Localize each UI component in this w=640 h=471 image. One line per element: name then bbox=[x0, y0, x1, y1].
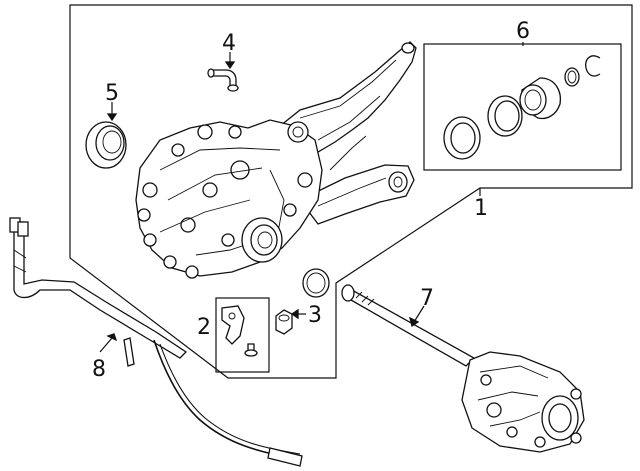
inset-box-2 bbox=[215, 297, 270, 373]
vent-tube bbox=[207, 68, 239, 92]
callout-2: 2 bbox=[197, 315, 211, 340]
callout-1: 1 bbox=[474, 196, 488, 221]
leader-8 bbox=[99, 337, 113, 353]
leader-7 bbox=[413, 305, 425, 323]
assembly-frame bbox=[69, 4, 633, 379]
harness-8 bbox=[9, 217, 303, 467]
callout-8: 8 bbox=[92, 357, 106, 382]
nut-3 bbox=[275, 309, 293, 335]
axle-shaft-7 bbox=[341, 284, 585, 453]
seal-kit-6 bbox=[443, 55, 601, 160]
callout-6: 6 bbox=[516, 19, 530, 44]
callout-7: 7 bbox=[420, 286, 434, 311]
differential-housing bbox=[135, 41, 417, 279]
callout-3: 3 bbox=[308, 303, 322, 328]
axle-seal bbox=[85, 121, 127, 169]
callout-5: 5 bbox=[105, 81, 119, 106]
callout-4: 4 bbox=[222, 31, 236, 56]
bracket-2 bbox=[221, 305, 258, 357]
